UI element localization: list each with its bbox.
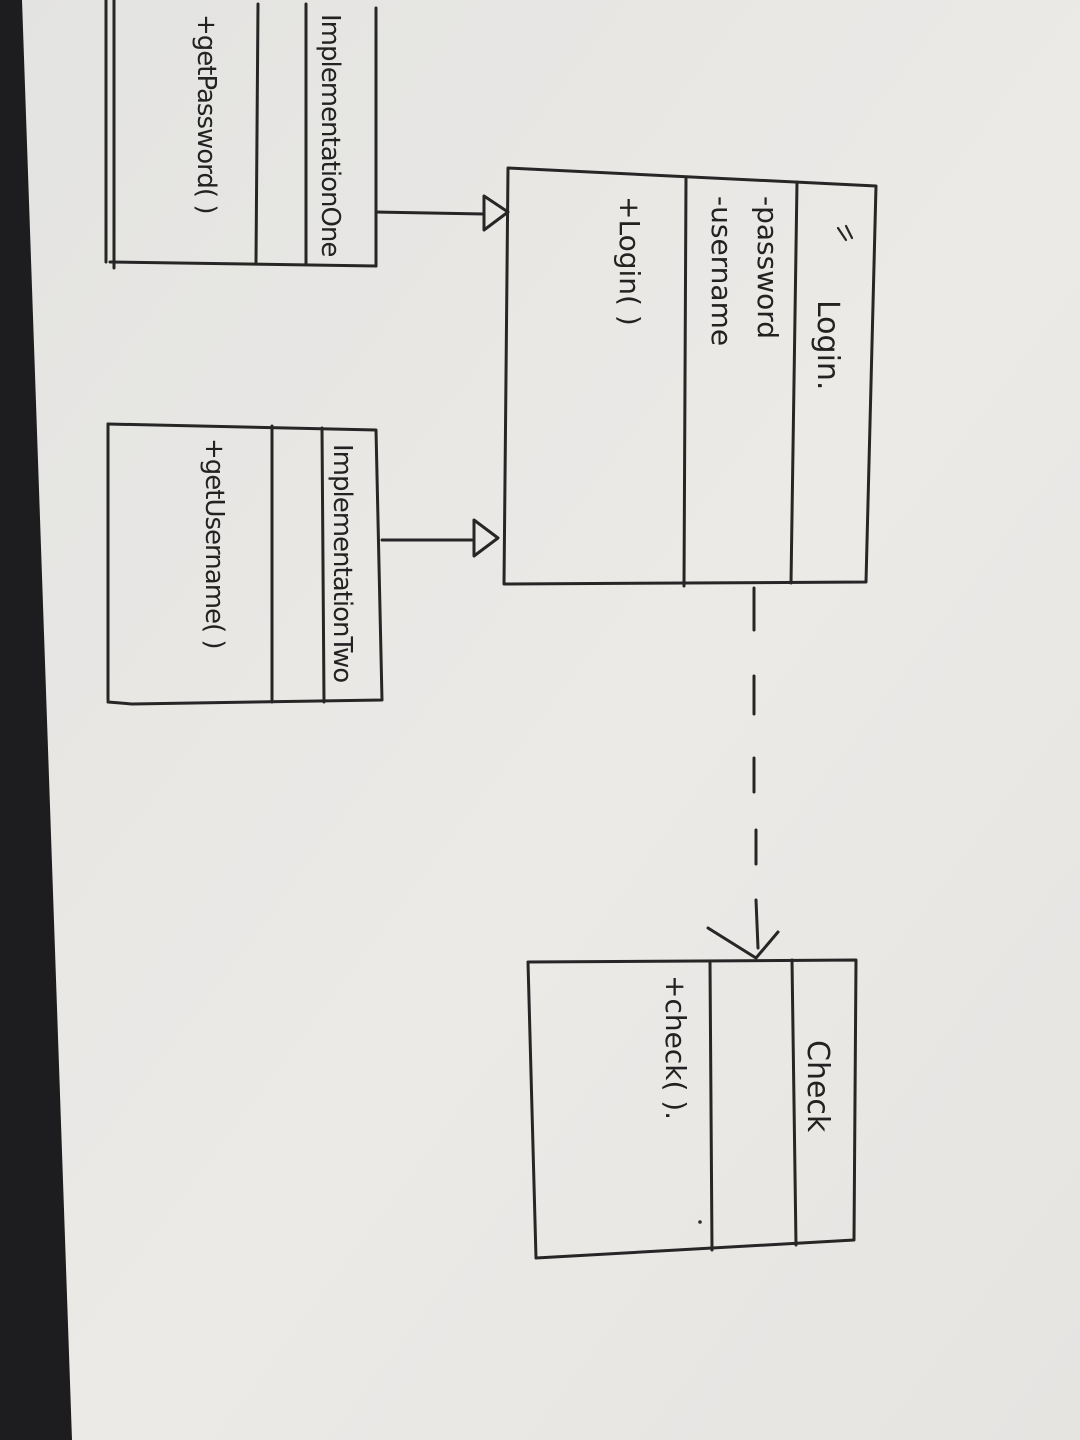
class-login-attribute: -password (751, 196, 784, 339)
class-check: Check +check( ). (526, 958, 858, 1260)
generalization-arrow-one (374, 194, 510, 232)
class-check-method: +check( ). (659, 975, 692, 1120)
class-implementation-one-method: +getPassword( ) (191, 14, 221, 213)
class-implementation-two-name: ImplementationTwo (327, 444, 357, 682)
class-login-name: Login. (810, 300, 845, 390)
class-implementation-two: ImplementationTwo +getUsername( ) (106, 422, 384, 706)
class-check-name: Check (800, 1040, 835, 1133)
class-implementation-one-name: ImplementationOne (315, 14, 345, 256)
class-login-attribute: -username (705, 196, 738, 346)
generalization-arrow-two (380, 518, 500, 558)
class-login: Login. -password -username +Login( ) (502, 166, 878, 588)
pen-marks (698, 224, 854, 1224)
class-login-method: +Login( ) (613, 196, 646, 326)
dependency-arrow (706, 586, 780, 960)
class-implementation-one: ImplementationOne +getPassword( ) (104, 0, 378, 270)
class-implementation-two-method: +getUsername( ) (199, 438, 229, 649)
